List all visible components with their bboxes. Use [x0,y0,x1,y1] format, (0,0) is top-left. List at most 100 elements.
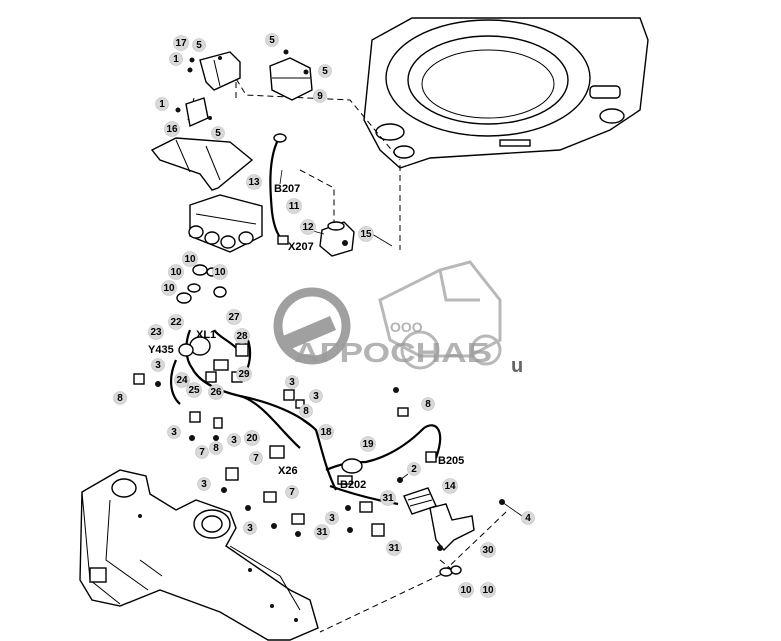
callout-number: 26 [210,387,222,398]
callout-number: 19 [362,439,374,450]
control-module-9 [269,49,313,101]
callout-bubble [173,35,189,51]
machine-frame [79,469,319,641]
callout-number: 31 [388,543,400,554]
callout-20: 20 [244,430,260,446]
callout-number: 5 [322,66,328,77]
connector-cluster [178,336,249,383]
callout-number: 20 [246,433,258,444]
callout-bubble [211,126,225,140]
callout-bubble [186,382,202,398]
callout-bubble [249,451,263,465]
bracket-30 [429,499,505,577]
callout-5d: 5 [211,126,225,140]
callout-number: 31 [316,527,328,538]
callout-number: 3 [171,427,177,438]
callout-26: 26 [208,384,224,400]
callout-10d: 10 [212,264,228,280]
callout-28: 28 [234,328,250,344]
harness-clips [133,373,409,537]
callout-4: 4 [521,511,535,525]
callout-10a: 10 [182,251,198,267]
callout-number: 1 [173,54,179,65]
callout-5b: 5 [265,33,279,47]
valve-block [188,194,263,253]
sensor-b205 [425,451,437,463]
callout-number: 10 [163,283,175,294]
callout-bubble [285,485,299,499]
callout-number: 30 [482,545,494,556]
callout-number: 7 [199,447,205,458]
sensor-b207 [269,133,289,245]
callout-bubble [265,33,279,47]
callout-bubble [299,404,313,418]
callout-bubble [192,38,206,52]
callout-number: 24 [176,375,188,386]
callout-14: 14 [442,478,458,494]
callout-15: 15 [358,226,374,242]
callout-3a: 3 [151,358,165,372]
callout-bubble [161,280,177,296]
label-x26: X26 [278,465,298,477]
callout-bubble [174,372,190,388]
callout-number: 11 [289,201,300,212]
callout-bubble [234,328,250,344]
callout-3h: 3 [243,521,257,535]
callout-number: 9 [317,91,323,102]
callout-17: 17 [173,35,189,51]
callout-31a: 31 [380,490,396,506]
callout-3e: 3 [227,433,241,447]
callout-3g: 3 [325,511,339,525]
callout-11: 11 [286,198,302,214]
callout-number: 4 [525,513,531,524]
callout-number: 8 [213,443,219,454]
callout-10b: 10 [168,264,184,280]
sensor-19 [337,458,363,485]
callout-19: 19 [360,436,376,452]
watermark: ООО АГРОСНАБ u [262,260,523,384]
callout-number: 10 [214,267,226,278]
label-x207: X207 [288,241,314,253]
callout-31b: 31 [314,524,330,540]
callout-bubble [246,174,262,190]
callout-bubble [521,511,535,525]
callout-number: 5 [269,35,275,46]
callout-number: 5 [215,128,221,139]
callout-7c: 7 [285,485,299,499]
label-y435: Y435 [148,344,174,356]
bracket-16 [150,97,254,191]
callout-bubble [421,397,435,411]
callout-bubble [243,521,257,535]
callout-number: 3 [329,513,335,524]
callout-number: 10 [170,267,182,278]
label-xl1: XL1 [196,329,216,341]
callout-bubble [155,97,169,111]
callout-number: 3 [231,435,237,446]
callout-number: 1 [159,99,165,110]
callout-bubble [209,441,223,455]
callout-number: 10 [184,254,196,265]
callout-number: 13 [248,177,260,188]
callout-number: 22 [170,317,182,328]
label-b205: B205 [438,455,464,467]
callout-number: 28 [236,331,248,342]
callout-bubble [148,324,164,340]
callout-bubble [182,251,198,267]
callout-3f: 3 [197,477,211,491]
callout-number: 3 [201,479,207,490]
callout-10e: 10 [458,582,474,598]
callout-bubble [285,375,299,389]
slewing-ring [363,17,649,169]
callout-23: 23 [148,324,164,340]
callout-7a: 7 [195,445,209,459]
callout-number: 5 [196,40,202,51]
callout-bubble [325,511,339,525]
callout-8a: 8 [113,391,127,405]
callout-number: 12 [302,222,314,233]
callout-number: 14 [444,481,456,492]
callout-number: 18 [320,427,332,438]
callout-bubble [458,582,474,598]
callout-24: 24 [174,372,190,388]
part-14 [397,477,437,515]
callout-number: 27 [228,312,240,323]
